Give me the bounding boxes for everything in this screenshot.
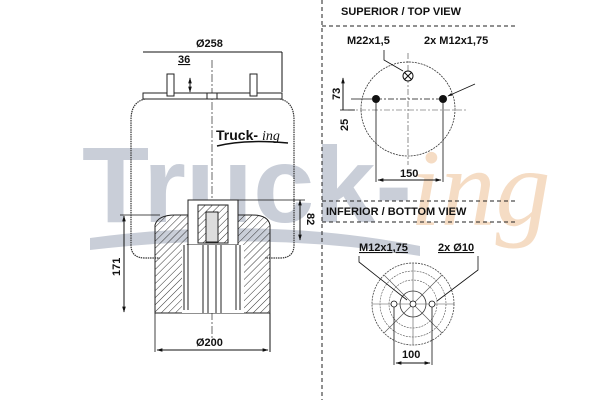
center-thread: [409, 300, 417, 308]
side-view: Truck- ing Ø258 36 82 171: [111, 38, 316, 352]
dim-base-diameter: Ø200: [196, 337, 223, 349]
dim-stud-offset: 36: [178, 54, 190, 66]
leader-thread: [358, 256, 408, 301]
watermark: Truck- ing: [82, 124, 551, 256]
bellows-outline: [130, 98, 295, 259]
air-inlet: [206, 92, 218, 100]
leader-air-inlet: [383, 50, 404, 72]
dim-piston-height: 82: [304, 213, 316, 225]
label-holes: 2x Ø10: [438, 242, 474, 254]
piston-core: [182, 245, 244, 313]
brand-logo-swoosh: [216, 140, 289, 147]
leader-holes: [436, 256, 479, 302]
brand-logo-main: Truck-: [216, 127, 258, 143]
dim-top-diameter: Ø258: [196, 38, 223, 50]
top-view-heading: SUPERIOR / TOP VIEW: [341, 6, 462, 18]
stud-left: [166, 73, 175, 97]
stud-right: [249, 73, 258, 97]
dim-stud-spacing: 150: [400, 168, 418, 180]
top-view: SUPERIOR / TOP VIEW M22x1,5 2x M12x1,75 …: [331, 6, 488, 182]
mount-hole-right: [428, 300, 436, 308]
bottom-view: INFERIOR / BOTTOM VIEW M12x1,75 2x Ø10 1…: [326, 206, 479, 365]
dim-hole-spacing: 100: [402, 349, 420, 361]
watermark-script-text: ing: [410, 127, 551, 249]
stud-hole-left: [372, 95, 380, 103]
label-thread: M12x1,75: [359, 242, 408, 254]
dim-vertical-lower: 25: [339, 119, 351, 131]
mount-hole-left: [390, 300, 398, 308]
piston-bolt: [205, 211, 219, 243]
bottom-view-heading: INFERIOR / BOTTOM VIEW: [326, 206, 467, 218]
leader-studs: [447, 83, 476, 97]
air-inlet-cross: [404, 72, 412, 80]
top-view-outline: [360, 61, 456, 157]
label-studs: 2x M12x1,75: [424, 35, 488, 47]
stud-hole-right: [439, 95, 447, 103]
dim-overall-height: 171: [111, 258, 123, 276]
dim-vertical-upper: 73: [331, 88, 343, 100]
label-air-inlet: M22x1,5: [347, 35, 390, 47]
brand-logo-script: ing: [262, 129, 280, 144]
